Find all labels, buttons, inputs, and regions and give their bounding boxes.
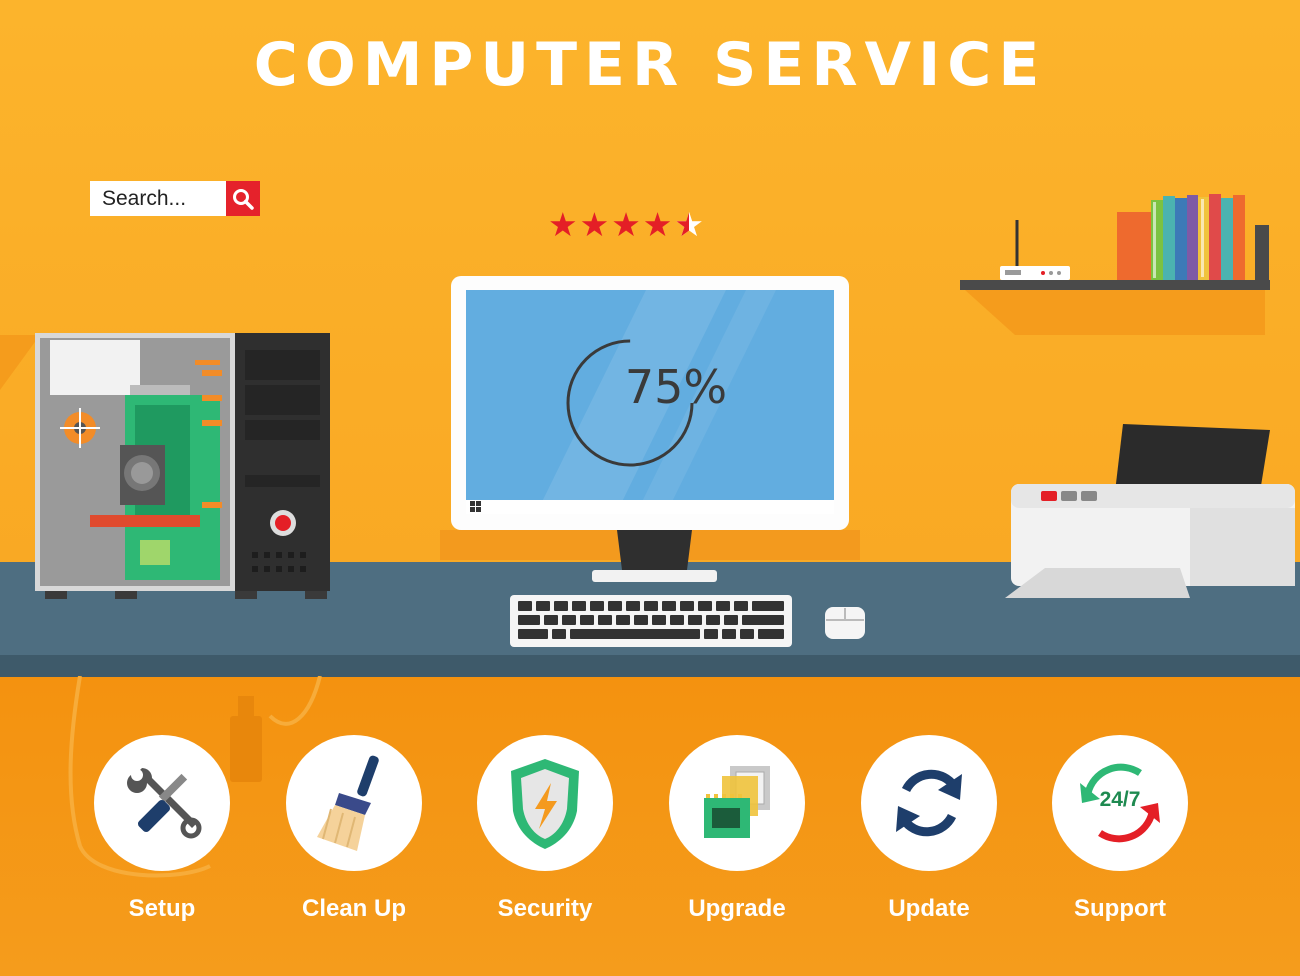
service-label: Setup — [128, 895, 196, 922]
service-upgrade[interactable]: Upgrade — [669, 735, 805, 922]
refresh-icon — [896, 769, 962, 837]
update-button[interactable] — [861, 735, 997, 871]
keyboard — [510, 595, 792, 647]
security-button[interactable] — [477, 735, 613, 871]
mouse — [825, 607, 865, 639]
progress-ring — [536, 290, 776, 514]
service-support[interactable]: 24/7 Support — [1052, 735, 1188, 922]
service-label: Upgrade — [688, 895, 786, 922]
star-icon: ★ — [611, 206, 641, 243]
star-icon: ★ — [642, 206, 673, 243]
service-clean-up[interactable]: Clean Up — [286, 735, 422, 922]
support-button[interactable]: 24/7 — [1052, 735, 1188, 871]
service-security[interactable]: Security — [477, 735, 613, 922]
support-24-7-icon — [1080, 763, 1160, 843]
search-icon — [233, 188, 254, 210]
monitor-stand — [592, 530, 717, 582]
service-label: Clean Up — [301, 895, 406, 922]
desk-edge — [0, 655, 1300, 677]
windows-start-icon[interactable] — [470, 501, 482, 513]
router-icon — [1000, 220, 1070, 280]
brush-icon — [317, 755, 379, 851]
chip-icon — [704, 766, 770, 838]
printer — [1005, 424, 1295, 598]
taskbar — [466, 500, 834, 514]
search-bar — [90, 181, 260, 216]
computer-tower — [35, 333, 330, 599]
service-label: Security — [497, 895, 593, 922]
shield-icon — [511, 759, 579, 849]
power-cord — [68, 676, 322, 878]
fan-icon — [60, 408, 100, 448]
service-update[interactable]: Update — [861, 735, 997, 922]
tools-icon — [127, 768, 202, 839]
books-icon — [1117, 194, 1245, 280]
star-icon: ★ — [579, 206, 610, 243]
setup-button[interactable] — [94, 735, 230, 871]
star-icon: ★ — [548, 206, 578, 243]
star-rating: ★ ★ ★ ★ ★ ★ — [548, 208, 704, 241]
page-title: COMPUTER SERVICE — [253, 30, 1047, 100]
upgrade-button[interactable] — [669, 735, 805, 871]
monitor-screen: 75% — [466, 290, 834, 514]
service-label: Support — [1074, 895, 1166, 922]
monitor: 75% — [451, 276, 849, 530]
half-star-icon: ★ ★ — [674, 206, 704, 243]
wall-shelf — [960, 194, 1270, 335]
support-badge-text: 24/7 — [1099, 788, 1141, 811]
clean-up-button[interactable] — [286, 735, 422, 871]
search-input[interactable] — [90, 181, 226, 216]
search-button[interactable] — [226, 181, 260, 216]
service-label: Update — [888, 895, 970, 922]
progress-percent: 75% — [624, 360, 728, 414]
service-setup[interactable]: Setup — [94, 735, 230, 922]
